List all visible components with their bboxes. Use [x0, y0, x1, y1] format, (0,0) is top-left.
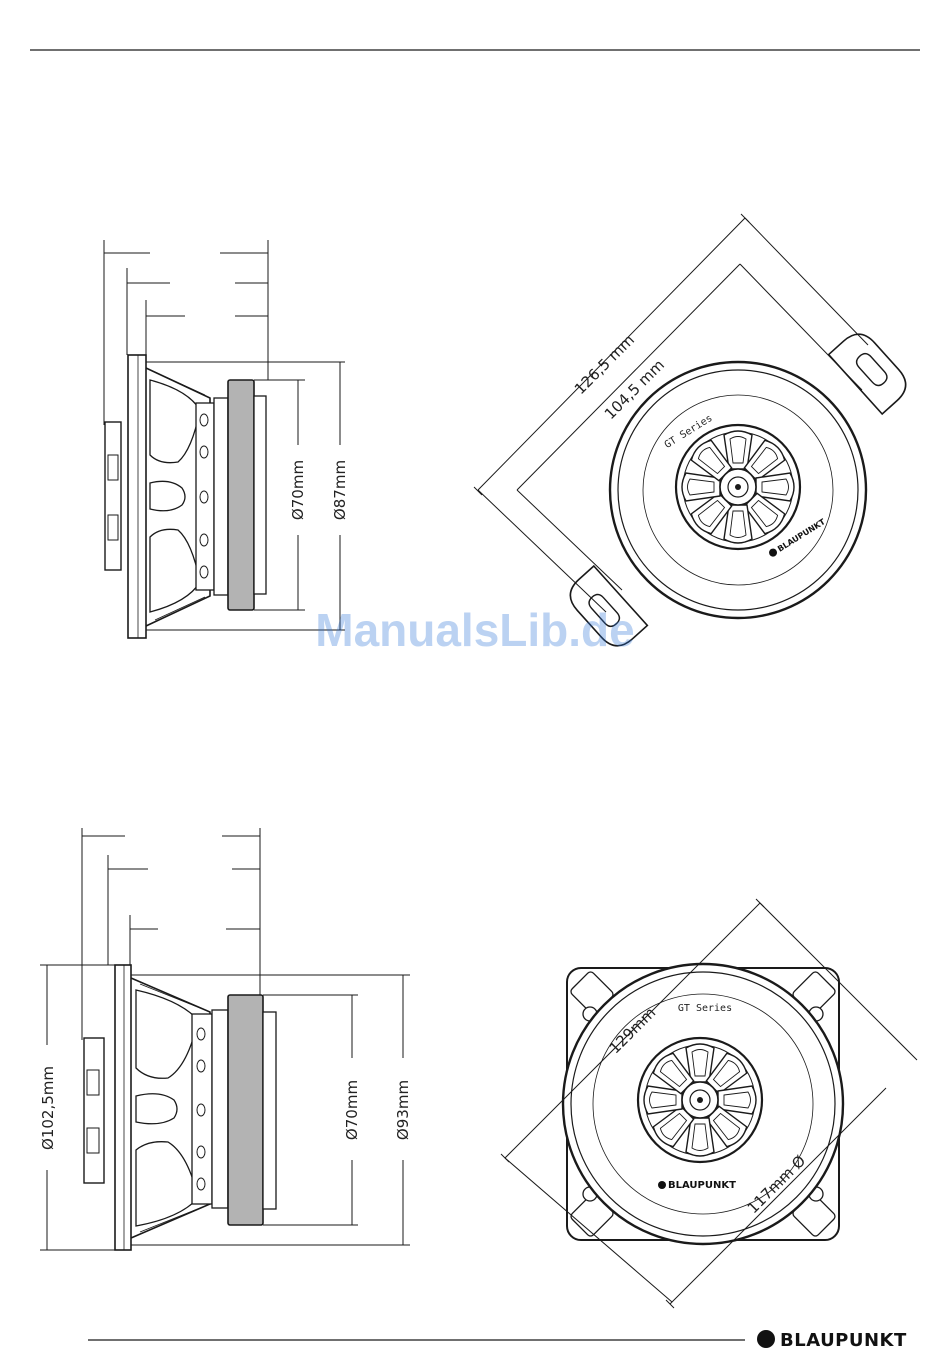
- diameter-outer-label-2: Ø93mm: [394, 1080, 412, 1140]
- brand-text-2: BLAUPUNKT: [668, 1180, 736, 1191]
- diameter-inner-label-1: Ø70mm: [289, 460, 307, 520]
- watermark: ManualsLib.de: [315, 604, 634, 656]
- footer-logo: BLAUPUNKT: [757, 1330, 907, 1351]
- side-view-2: [40, 828, 410, 1250]
- diameter-inner-label-2: Ø70mm: [343, 1080, 361, 1140]
- diameter-outer-label-1: Ø87mm: [331, 460, 349, 520]
- blaupunkt-dot-icon: [757, 1330, 775, 1348]
- diameter-flange-label-2: Ø102,5mm: [39, 1066, 57, 1150]
- side-view-1: [104, 240, 345, 638]
- footer-logo-text: BLAUPUNKT: [780, 1330, 907, 1351]
- front-view-2: [501, 899, 917, 1308]
- brand-mark-2: BLAUPUNKT: [658, 1180, 736, 1191]
- series-label-2: GT Series: [678, 1003, 732, 1014]
